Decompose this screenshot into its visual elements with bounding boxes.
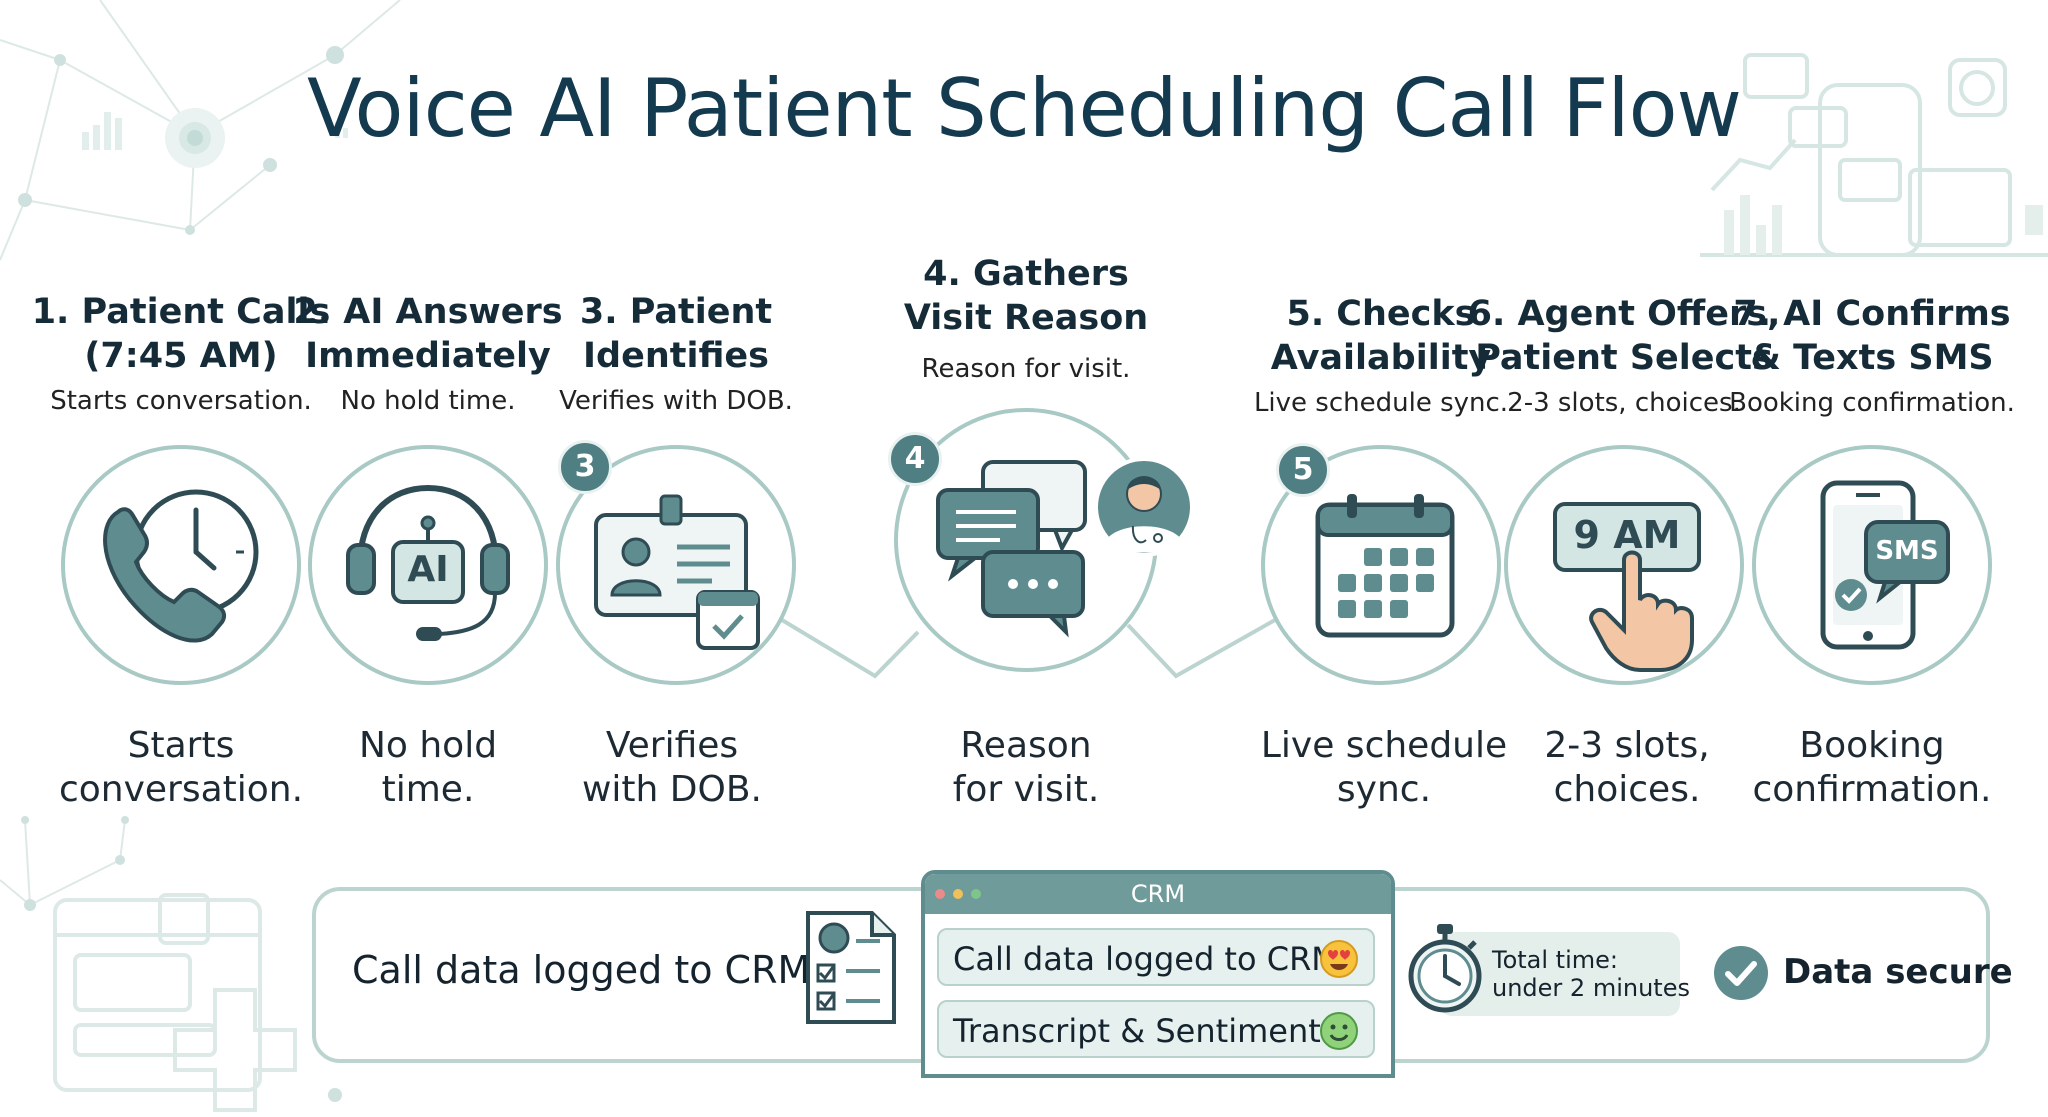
time-slot-label: 9 AM bbox=[1573, 513, 1681, 557]
checklist-document-icon bbox=[806, 911, 896, 1024]
smartphone-sms-icon bbox=[1820, 480, 1950, 650]
step-4-badge: 4 bbox=[888, 432, 942, 486]
step-heading-line: (7:45 AM) bbox=[84, 336, 278, 376]
step-heading-line: 2. AI Answers bbox=[293, 292, 563, 332]
caption-line: Live schedule bbox=[1260, 725, 1508, 766]
doctor-avatar-icon bbox=[1094, 457, 1194, 557]
crm-window-titlebar: CRM bbox=[925, 874, 1391, 914]
caption-line: 2-3 slots, bbox=[1544, 725, 1710, 766]
heart-eyes-emoji-icon bbox=[1320, 940, 1358, 978]
caption-line: Starts bbox=[127, 725, 235, 766]
crm-row-label: Call data logged to CRM bbox=[953, 940, 1339, 978]
step-heading-line: Availability bbox=[1270, 338, 1492, 378]
step-heading-line: 5. Checks bbox=[1286, 294, 1476, 334]
caption-line: sync. bbox=[1336, 769, 1432, 810]
step-7-caption: Booking confirmation. bbox=[1752, 724, 1991, 812]
caption-line: time. bbox=[381, 769, 475, 810]
checkmark-circle-icon bbox=[1714, 946, 1768, 1000]
sms-label: SMS bbox=[1875, 536, 1939, 566]
step-5-subtitle: Live schedule sync. bbox=[1253, 388, 1509, 418]
step-heading-line: 6. Agent Offers, bbox=[1467, 294, 1781, 334]
phone-clock-icon bbox=[103, 489, 259, 643]
step-heading-line: Visit Reason bbox=[903, 298, 1149, 338]
crm-log-label: Call data logged to CRM bbox=[352, 948, 811, 992]
medical-record-decoration bbox=[53, 893, 297, 1112]
step-6-caption: 2-3 slots, choices. bbox=[1544, 724, 1709, 812]
step-6-subtitle: 2-3 slots, choices. bbox=[1507, 388, 1741, 418]
step-4-subtitle: Reason for visit. bbox=[921, 354, 1131, 384]
step-heading-line: Patient Selects bbox=[1475, 338, 1773, 378]
step-heading-line: Immediately bbox=[305, 336, 551, 376]
window-close-dot bbox=[935, 889, 945, 899]
step-1-subtitle: Starts conversation. bbox=[50, 386, 312, 416]
caption-line: confirmation. bbox=[1752, 769, 1992, 810]
step-3-subtitle: Verifies with DOB. bbox=[559, 386, 793, 416]
step-3-caption: Verifies with DOB. bbox=[582, 724, 762, 812]
step-2-heading: 2. AI Answers Immediately bbox=[293, 290, 562, 378]
crm-window-title: CRM bbox=[1130, 880, 1186, 908]
total-time-line: Total time: bbox=[1492, 946, 1618, 974]
caption-line: for visit. bbox=[952, 769, 1100, 810]
chat-bubbles-icon bbox=[936, 460, 1087, 638]
step-4-heading: 4. Gathers Visit Reason bbox=[904, 252, 1148, 340]
crm-row-call-data: Call data logged to CRM bbox=[937, 928, 1375, 986]
step-5-caption: Live schedule sync. bbox=[1261, 724, 1507, 812]
stopwatch-icon bbox=[1408, 924, 1482, 1013]
step-4-caption: Reason for visit. bbox=[953, 724, 1100, 812]
flow-connector-lines bbox=[780, 618, 1276, 679]
caption-line: No hold bbox=[358, 725, 498, 766]
caption-line: choices. bbox=[1553, 769, 1701, 810]
bar-chart-decoration bbox=[82, 112, 348, 150]
total-time-line: under 2 minutes bbox=[1492, 974, 1690, 1002]
step-1-heading: 1. Patient Calls (7:45 AM) bbox=[32, 290, 331, 378]
window-maximize-dot bbox=[971, 889, 981, 899]
step-7-heading: 7. AI Confirms & Texts SMS bbox=[1733, 292, 2010, 380]
ai-label: AI bbox=[407, 549, 449, 590]
step-5-badge: 5 bbox=[1276, 443, 1330, 497]
caption-line: Verifies bbox=[605, 725, 739, 766]
caption-line: with DOB. bbox=[581, 769, 763, 810]
step-heading-line: & Texts SMS bbox=[1750, 338, 1994, 378]
step-heading-line: 3. Patient bbox=[579, 292, 773, 332]
page-title: Voice AI Patient Scheduling Call Flow bbox=[307, 62, 1742, 155]
step-heading-line: Identifies bbox=[583, 336, 769, 376]
crm-row-transcript: Transcript & Sentiment bbox=[937, 1000, 1375, 1058]
caption-line: Reason bbox=[960, 725, 1092, 766]
step-7-subtitle: Booking confirmation. bbox=[1729, 388, 2015, 418]
step-2-caption: No hold time. bbox=[359, 724, 497, 812]
network-nodes-decoration bbox=[18, 46, 344, 1102]
crm-row-label: Transcript & Sentiment bbox=[953, 1012, 1321, 1050]
calendar-icon bbox=[1315, 494, 1455, 638]
total-time-text: Total time: under 2 minutes bbox=[1492, 946, 1690, 1002]
time-slot-tap-icon bbox=[1553, 502, 1701, 672]
data-secure-label: Data secure bbox=[1783, 952, 2013, 992]
crm-window: CRM Call data logged to CRM Transcript &… bbox=[921, 870, 1395, 1078]
caption-line: Booking bbox=[1799, 725, 1945, 766]
healthcare-device-decoration bbox=[1700, 53, 2048, 257]
ai-headset-icon bbox=[346, 484, 510, 641]
step-3-heading: 3. Patient Identifies bbox=[580, 290, 772, 378]
step-6-heading: 6. Agent Offers, Patient Selects bbox=[1468, 292, 1781, 380]
caption-line: conversation. bbox=[58, 769, 304, 810]
id-card-calendar-icon bbox=[594, 494, 760, 650]
step-3-badge: 3 bbox=[558, 440, 612, 494]
window-minimize-dot bbox=[953, 889, 963, 899]
step-heading-line: 1. Patient Calls bbox=[31, 292, 331, 332]
smile-emoji-icon bbox=[1320, 1012, 1358, 1050]
step-1-caption: Starts conversation. bbox=[59, 724, 303, 812]
step-2-subtitle: No hold time. bbox=[340, 386, 516, 416]
step-heading-line: 4. Gathers bbox=[923, 254, 1129, 294]
step-heading-line: 7. AI Confirms bbox=[1733, 294, 2011, 334]
step-5-heading: 5. Checks Availability bbox=[1271, 292, 1491, 380]
